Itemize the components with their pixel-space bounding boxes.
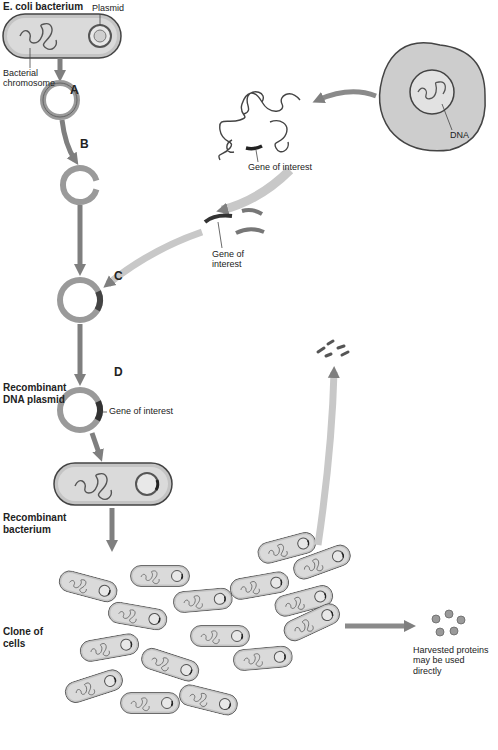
step-arrow: [345, 624, 410, 629]
part-label: Plasmid: [92, 3, 142, 13]
cut-plasmid: [63, 168, 96, 202]
donor-cell: [380, 43, 486, 151]
part-label: Bacterial chromosome: [3, 68, 73, 89]
step-arrow: [58, 58, 63, 76]
protein-fragments: [318, 341, 348, 356]
step-arrow: [78, 205, 83, 270]
stage-label: Recombinant DNA plasmid: [3, 382, 69, 405]
step-arrow: [110, 508, 115, 546]
leader-line: [218, 222, 222, 248]
step-arrow: [78, 324, 83, 380]
step-arrow: [108, 232, 202, 284]
ecoli-cell: [3, 14, 121, 58]
part-label: Harvested proteins may be used directly: [413, 645, 495, 676]
leader-line: [256, 150, 258, 162]
step-letter: D: [114, 366, 128, 380]
step-letter: B: [80, 138, 94, 152]
plasmid-ring: [60, 280, 100, 320]
step-arrow: [92, 433, 100, 456]
step-arrow: [62, 120, 75, 160]
dna-fragments: [205, 210, 264, 233]
part-label: Gene of interest: [109, 406, 199, 416]
step-letter: A: [70, 84, 84, 98]
gene-insert: [97, 292, 100, 311]
step-arrow: [318, 372, 334, 545]
dna-strand: [219, 92, 300, 160]
harvested-proteins: [432, 610, 465, 636]
leader-line: [442, 104, 452, 130]
gene-segment: [246, 146, 262, 149]
recombinant-cell: [54, 463, 172, 505]
part-label: Gene of interest: [212, 249, 267, 270]
leader-line: [101, 412, 107, 413]
plasmid-ring: [60, 390, 100, 430]
step-arrow: [318, 92, 376, 100]
part-label: DNA: [450, 130, 490, 140]
stage-label: Clone of cells: [3, 626, 53, 649]
gene-insert: [97, 402, 100, 421]
part-label: Gene of interest: [248, 162, 338, 172]
leader-line: [30, 48, 31, 68]
leader-line: [100, 14, 101, 25]
step-arrow: [222, 170, 290, 210]
stage-label: Recombinant bacterium: [3, 512, 75, 535]
step-letter: C: [114, 270, 128, 284]
cell-clones: [57, 530, 353, 717]
